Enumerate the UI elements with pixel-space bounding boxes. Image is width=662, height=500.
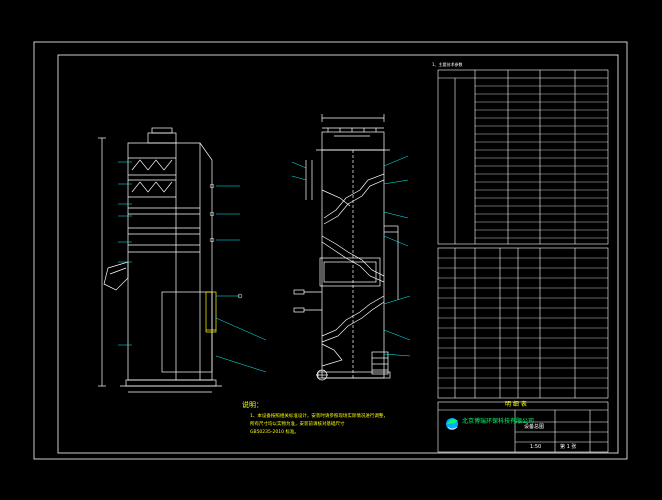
inner-border	[57, 54, 619, 454]
notes-line-1: 1、本设备按照相关标准设计，安装时请参照现场实际情况进行调整，	[250, 414, 388, 419]
params-table	[437, 69, 609, 245]
drawing-scale: 1:50	[530, 444, 542, 450]
notes-line-3: GB50235-2010 标准。	[250, 430, 299, 435]
right-view-staircases	[321, 173, 399, 367]
left-view-callouts	[118, 161, 267, 373]
right-elevation-view	[293, 114, 391, 379]
drawing-sheet: 第 1 张	[560, 444, 577, 450]
drawing-label: 设备总图	[524, 424, 545, 430]
notes-line-2: 所有尺寸均以实物为准，安装前请核对基础尺寸	[250, 422, 345, 427]
right-view-callouts	[291, 155, 411, 357]
parts-list-title: 明 细 表	[505, 401, 527, 408]
notes-heading: 说明：	[242, 401, 263, 409]
outer-border	[33, 41, 628, 460]
parts-list-rows	[438, 257, 608, 389]
parts-list-table	[437, 247, 609, 399]
left-elevation-view	[98, 127, 222, 393]
params-table-rows	[475, 85, 608, 239]
company-logo-icon	[446, 418, 458, 430]
company-name: 北京博瑞环保科技有限公司	[462, 418, 535, 425]
title-block	[437, 401, 609, 453]
params-table-title: 1、主要技术参数	[432, 62, 463, 67]
